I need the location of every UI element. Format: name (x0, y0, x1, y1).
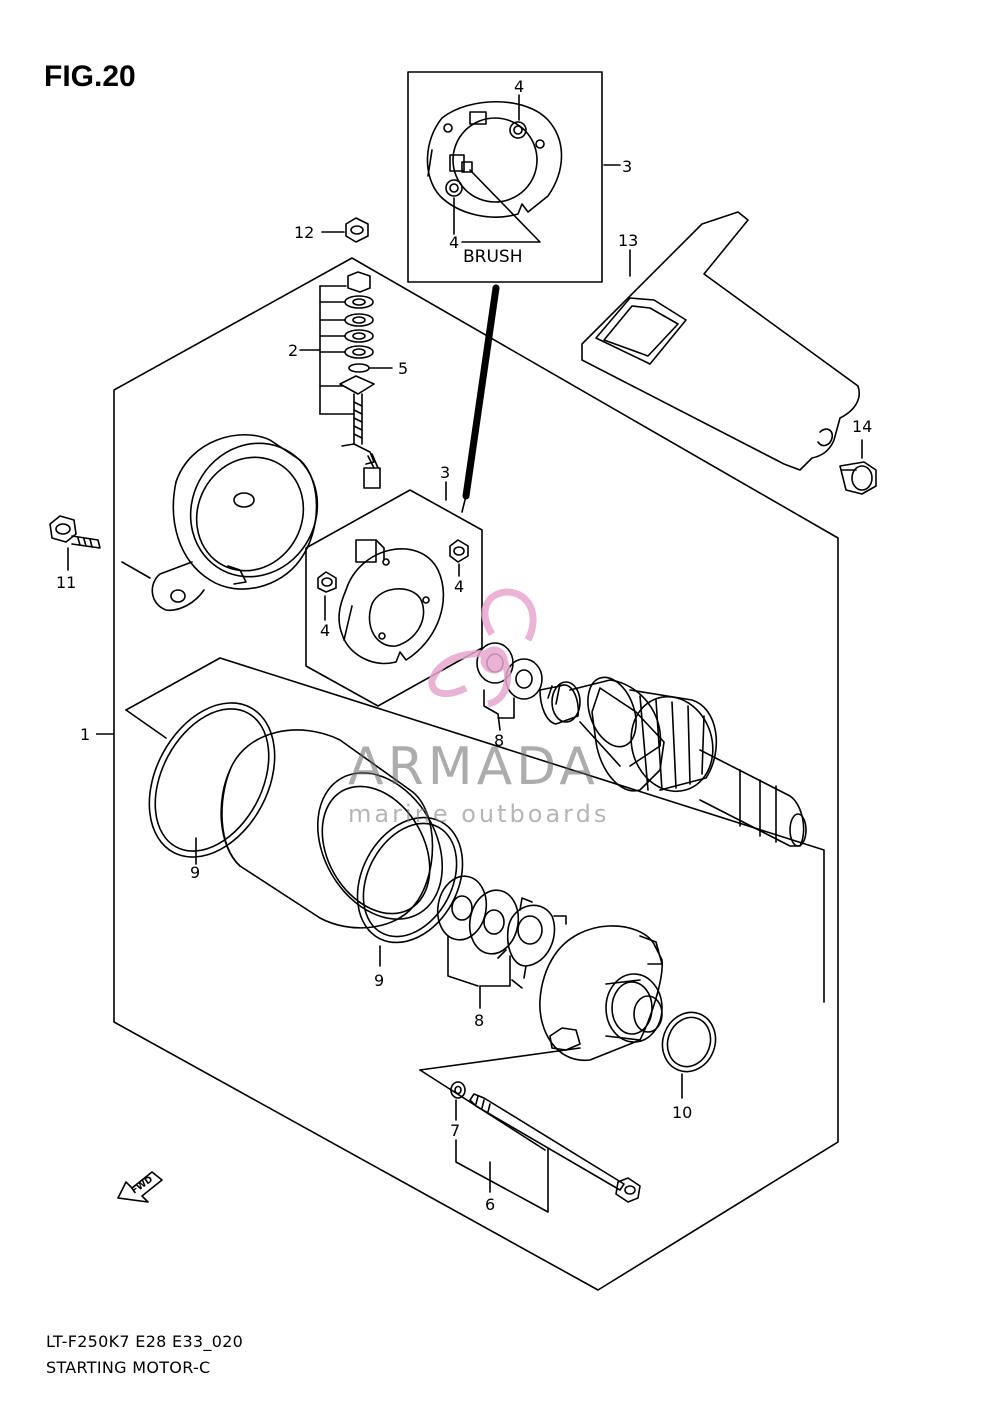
part-10-oring (661, 1011, 717, 1099)
brush-inset-box (407, 71, 603, 283)
callout-1: 1 (80, 725, 90, 744)
part-14-bolt (839, 439, 877, 495)
callout-8-bottom: 8 (474, 1011, 484, 1030)
front-housing (539, 925, 663, 1061)
assembly-outline (113, 257, 839, 1291)
callout-4-inset-bottom: 4 (449, 233, 459, 252)
watermark-brand: ARMADA (348, 737, 599, 797)
part-12-nut (321, 217, 369, 243)
callout-5: 5 (398, 359, 408, 378)
rear-end-cover (121, 433, 319, 612)
part-8-washers-bottom (436, 875, 567, 1009)
armature (539, 676, 807, 847)
inset-brush-plate (426, 100, 563, 218)
callout-14: 14 (852, 417, 872, 436)
callout-4-inset-top: 4 (514, 77, 524, 96)
part-2-terminal-stack (299, 271, 393, 489)
callout-8-top: 8 (494, 731, 504, 750)
yoke-housing (125, 657, 825, 1003)
brush-label: BRUSH (463, 247, 523, 267)
figure-title: FIG.20 (44, 60, 136, 93)
callout-9-right: 9 (374, 971, 384, 990)
fwd-label: FWD (130, 1175, 155, 1197)
part-9-oring-left (148, 702, 276, 865)
callout-6: 6 (485, 1195, 495, 1214)
part-13-cover (581, 211, 860, 471)
callout-4-main-left: 4 (320, 621, 330, 640)
callout-12: 12 (294, 223, 314, 242)
callout-2: 2 (288, 341, 298, 360)
watermark-tagline: marine outboards (348, 800, 609, 828)
callout-3-inset: 3 (622, 157, 632, 176)
figure-name: STARTING MOTOR-C (46, 1358, 211, 1377)
callout-10: 10 (672, 1103, 692, 1122)
part-11-bolt (49, 515, 101, 571)
callout-7: 7 (450, 1121, 460, 1140)
callout-11: 11 (56, 573, 76, 592)
callout-3-main: 3 (440, 463, 450, 482)
part-6-through-bolt (455, 1093, 641, 1213)
watermark-logo-icon (428, 588, 537, 708)
model-code: LT-F250K7 E28 E33_020 (46, 1332, 244, 1351)
callout-4-main-right: 4 (454, 577, 464, 596)
part-7-washer (450, 1081, 466, 1121)
fwd-arrow-icon (117, 1171, 163, 1203)
callout-13: 13 (618, 231, 638, 250)
callout-9-left: 9 (190, 863, 200, 882)
